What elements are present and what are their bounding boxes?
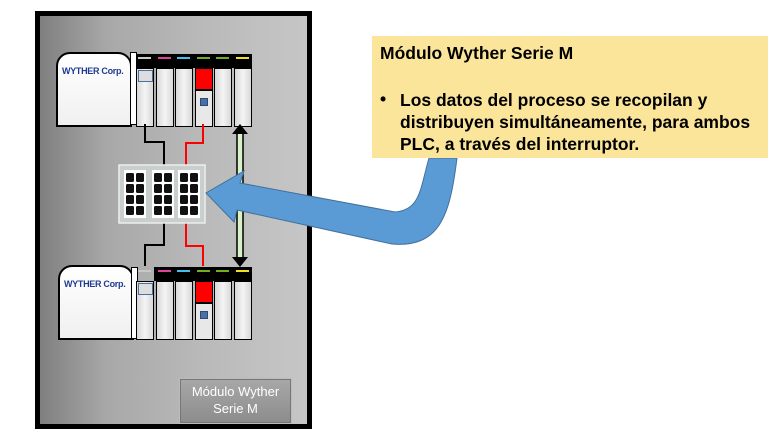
top-plc-slot-indicator [235, 57, 249, 59]
callout-title: Módulo Wyther Serie M [380, 43, 574, 63]
bottom-plc-slot-module [194, 281, 213, 340]
bottom-plc-status-led-icon [138, 283, 153, 295]
top-plc-status-led-icon [138, 70, 153, 82]
ethernet-port-icon [164, 184, 172, 193]
caption-line-1: Módulo Wyther [191, 384, 280, 399]
top-plc-slot-indicator [138, 57, 151, 59]
top-plc-slot-module [136, 68, 154, 127]
ethernet-port-icon [164, 173, 172, 182]
ethernet-port-icon [180, 206, 188, 215]
caption-line-2: Serie M [213, 401, 258, 416]
ethernet-port-icon [136, 195, 144, 204]
bottom-plc-slot-module [233, 281, 252, 340]
bottom-plc-slot-indicator [196, 270, 210, 272]
bottom-plc-chassis: WYTHER Corp. [58, 265, 134, 340]
module-caption-label: Módulo Wyther Serie M [179, 378, 292, 424]
ethernet-port-icon [154, 206, 162, 215]
bottom-plc-slot-indicator [235, 270, 249, 272]
ethernet-port-icon [126, 206, 134, 215]
bottom-plc-slot-module [175, 281, 193, 340]
bottom-red-cable [185, 223, 204, 266]
ethernet-port-icon [154, 195, 162, 204]
top-plc-slot-indicator [196, 57, 210, 59]
top-plc-slot-module [155, 68, 174, 127]
ethernet-port-icon [164, 206, 172, 215]
ethernet-port-icon [136, 206, 144, 215]
ethernet-port-icon [164, 195, 172, 204]
top-plc-slot-module [214, 68, 232, 127]
bottom-plc-slot-module [214, 281, 232, 340]
ethernet-port-icon [190, 184, 198, 193]
callout-bullet-text: Los datos del proceso se recopilan y dis… [400, 90, 751, 154]
bottom-plc-slot-indicator [138, 270, 151, 272]
ethernet-port-icon [126, 173, 134, 182]
ethernet-port-icon [136, 184, 144, 193]
bottom-plc-cpu-port-icon [199, 311, 208, 319]
ethernet-port-icon [180, 173, 188, 182]
top-red-cable [185, 124, 204, 165]
bottom-plc-slot-module [155, 281, 174, 340]
ethernet-port-icon [154, 173, 162, 182]
ethernet-port-icon [190, 206, 198, 215]
bottom-black-cable [144, 223, 165, 266]
ethernet-port-icon [180, 195, 188, 204]
top-plc-chassis: WYTHER Corp. [56, 52, 132, 127]
top-black-cable [144, 124, 165, 165]
top-plc-slot-indicator [177, 57, 190, 59]
bottom-plc-slot-module [136, 281, 154, 340]
ethernet-port-icon [126, 184, 134, 193]
ethernet-port-icon [190, 195, 198, 204]
top-plc-cpu-port-icon [199, 98, 208, 106]
bottom-plc-slot-indicator [177, 270, 190, 272]
ethernet-port-icon [180, 184, 188, 193]
ethernet-port-icon [190, 173, 198, 182]
info-callout: Módulo Wyther Serie M • Los datos del pr… [372, 36, 768, 158]
network-switch [118, 164, 206, 224]
top-plc-slot-indicator [216, 57, 229, 59]
top-plc-slot-module [194, 68, 213, 127]
top-plc-slot-module [233, 68, 252, 127]
bullet-marker: • [380, 89, 387, 109]
ethernet-port-icon [136, 173, 144, 182]
top-plc-slot-module [175, 68, 193, 127]
bottom-plc-brand: WYTHER Corp. [64, 279, 126, 289]
bottom-plc-slot-indicator [216, 270, 229, 272]
bottom-plc-slot-indicator [157, 270, 171, 272]
top-plc-brand: WYTHER Corp. [62, 66, 124, 76]
ethernet-port-icon [126, 195, 134, 204]
top-plc-slot-indicator [157, 57, 171, 59]
ethernet-port-icon [154, 184, 162, 193]
curved-pointer-arrow [205, 157, 458, 245]
